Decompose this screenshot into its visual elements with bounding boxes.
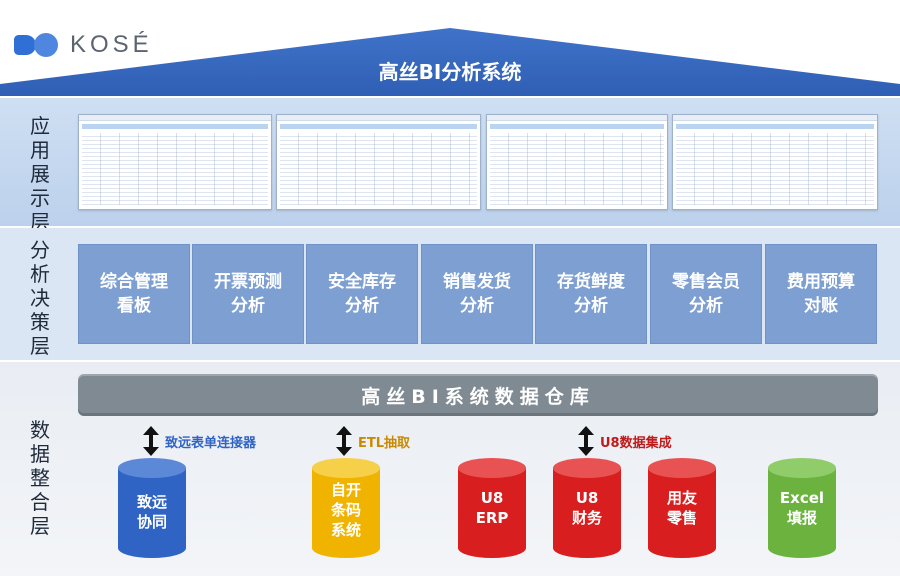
connector-etl: ETL抽取 (336, 426, 410, 456)
connector-u8: U8数据集成 (578, 426, 672, 456)
database-icon (553, 458, 621, 558)
kose-logo: KOSÉ (14, 30, 153, 60)
source-barcode-cylinder: 自开 条码 系统 (312, 458, 380, 558)
decision-box-retail-member: 零售会员 分析 (650, 244, 762, 344)
data-integration-layer: 数据整合层 高丝BI系统数据仓库 致远表单连接器 ETL抽取 U8数据集成 致远… (0, 362, 900, 576)
database-icon (312, 458, 380, 558)
roof-banner (0, 28, 900, 96)
connector-label: U8数据集成 (600, 435, 672, 451)
database-icon (458, 458, 526, 558)
dashboard-thumbnail-1 (78, 114, 272, 210)
connector-label: ETL抽取 (358, 435, 411, 451)
decision-box-safety-stock: 安全库存 分析 (306, 244, 418, 344)
dashboard-thumbnail-4 (672, 114, 878, 210)
application-layer: 应用展示层 (0, 96, 900, 234)
data-warehouse-bar: 高丝BI系统数据仓库 (78, 374, 878, 416)
database-icon (648, 458, 716, 558)
data-layer-label: 数据整合层 (30, 418, 50, 538)
source-yonyou-retail-cylinder: 用友 零售 (648, 458, 716, 558)
source-u8-erp-cylinder: U8 ERP (458, 458, 526, 558)
connector-zhiyuan: 致远表单连接器 (143, 426, 256, 456)
decision-box-inventory-freshness: 存货鲜度 分析 (535, 244, 647, 344)
system-title: 高丝BI分析系统 (378, 60, 522, 84)
data-warehouse-label: 高丝BI系统数据仓库 (361, 385, 595, 408)
database-icon (768, 458, 836, 558)
source-zhiyuan-cylinder: 致远 协同 (118, 458, 186, 558)
source-u8-finance-cylinder: U8 财务 (553, 458, 621, 558)
decision-box-sales-shipment: 销售发货 分析 (421, 244, 533, 344)
decision-box-dashboard: 综合管理 看板 (78, 244, 190, 344)
dashboard-thumbnail-3 (486, 114, 668, 210)
source-excel-cylinder: Excel 填报 (768, 458, 836, 558)
dashboard-thumbnail-2 (276, 114, 481, 210)
decision-box-budget-reconciliation: 费用预算 对账 (765, 244, 877, 344)
application-layer-label: 应用展示层 (30, 114, 50, 234)
database-icon (118, 458, 186, 558)
decision-layer-label: 分析决策层 (30, 238, 50, 358)
connector-label: 致远表单连接器 (165, 435, 257, 451)
kose-logo-text: KOSÉ (70, 31, 153, 58)
double-arrow-icon (336, 426, 352, 456)
double-arrow-icon (143, 426, 159, 456)
decision-box-invoice-forecast: 开票预测 分析 (192, 244, 304, 344)
double-arrow-icon (578, 426, 594, 456)
kose-logo-mark-icon (14, 31, 62, 59)
decision-layer: 分析决策层 综合管理 看板 开票预测 分析 安全库存 分析 销售发货 分析 存货… (0, 228, 900, 360)
